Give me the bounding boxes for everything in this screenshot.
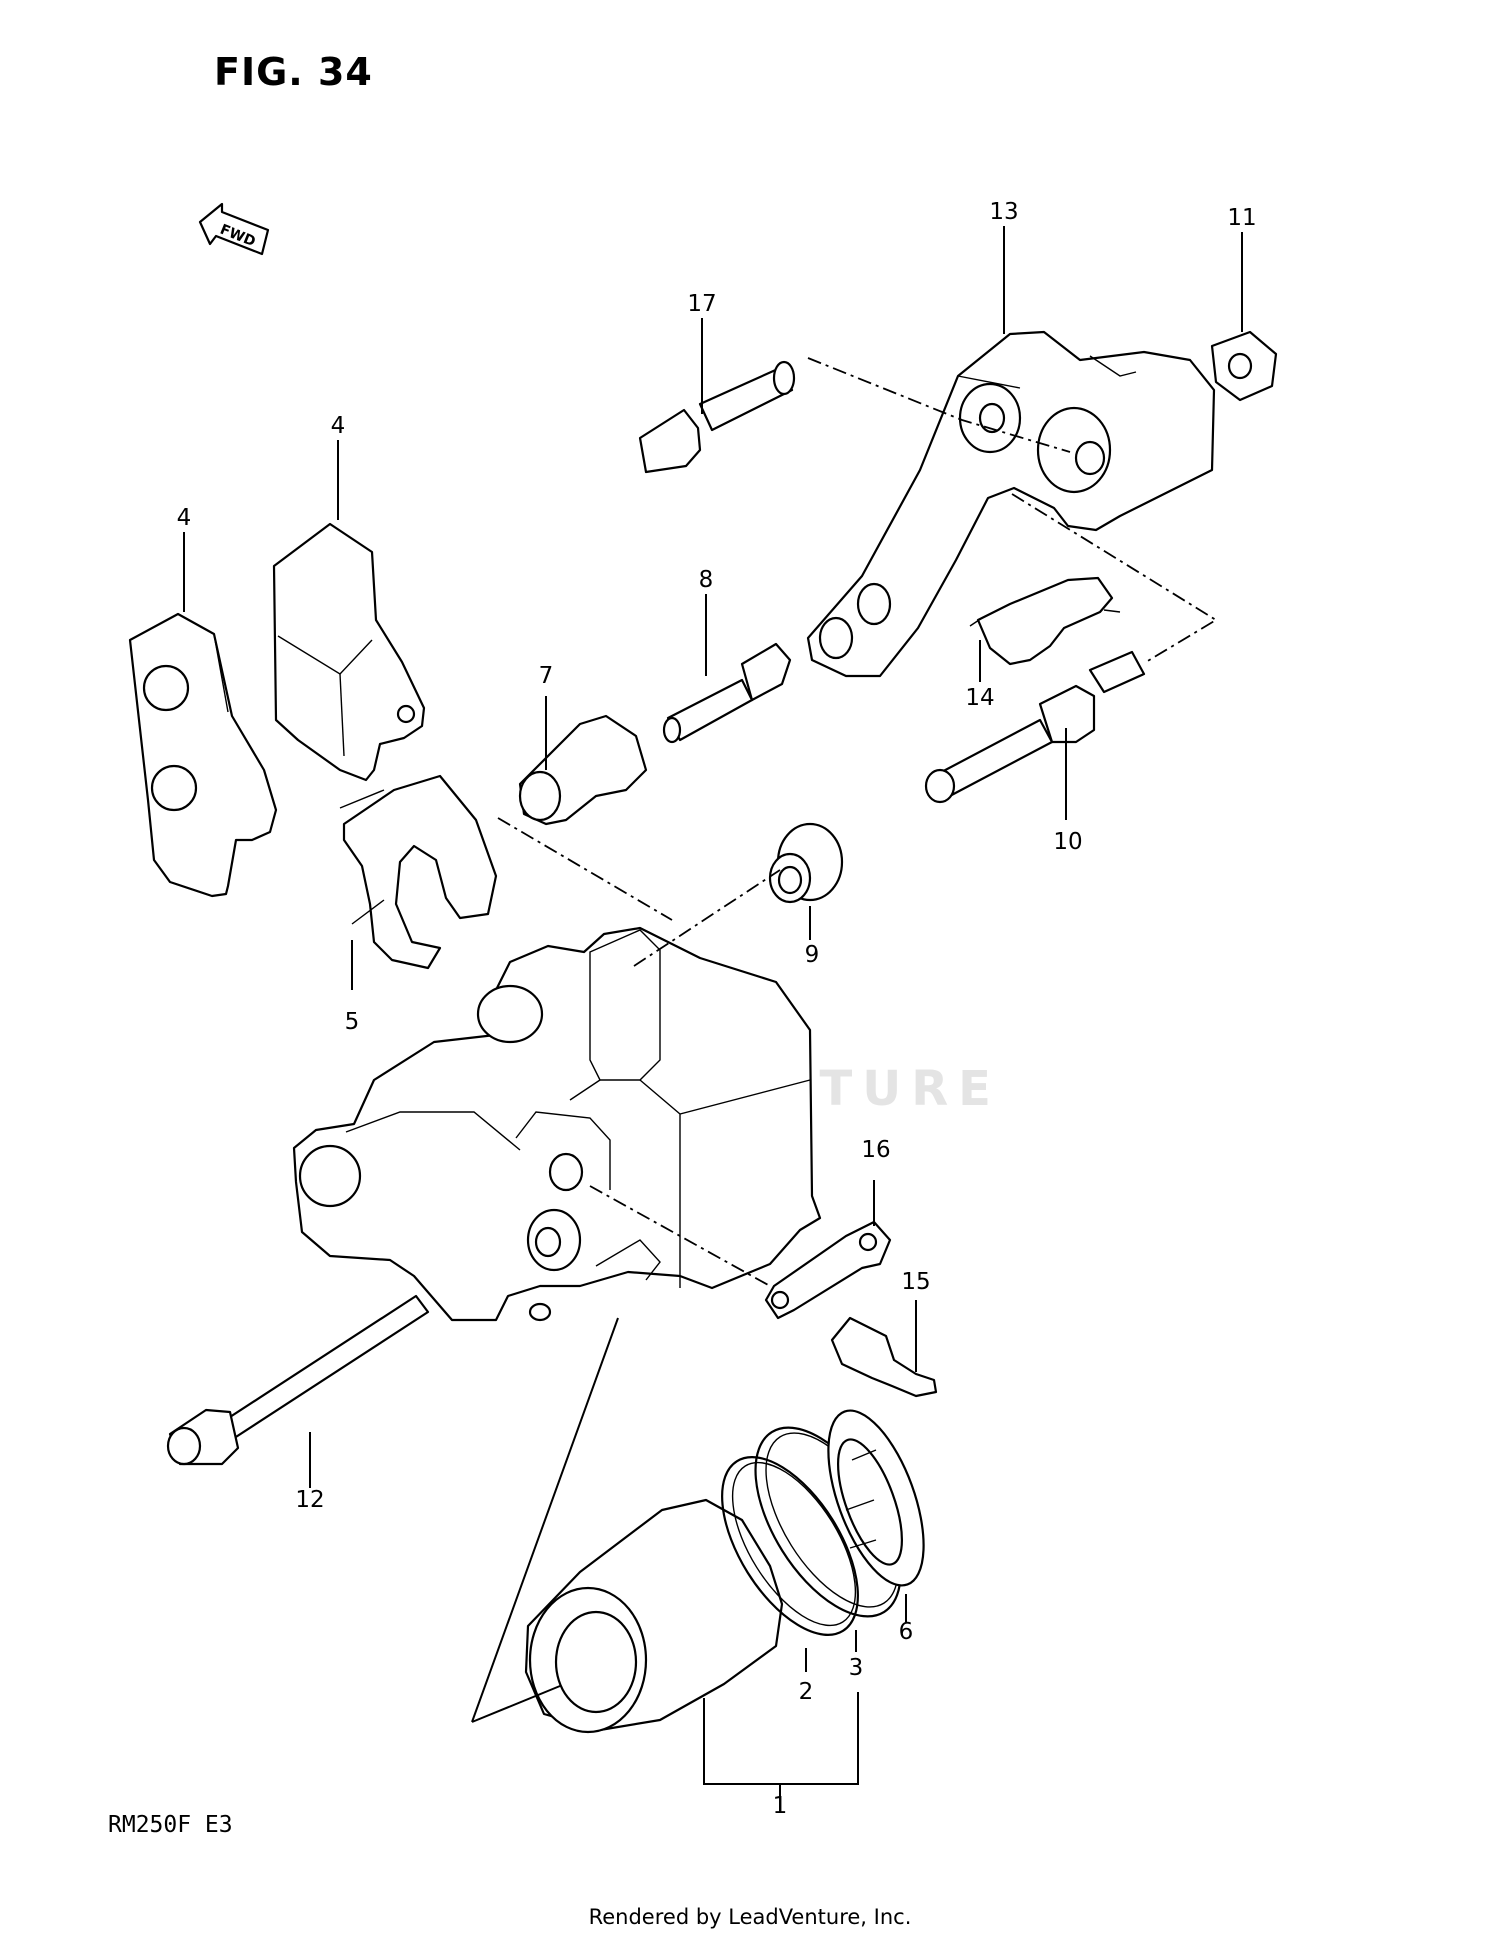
model-code: RM250F E3 bbox=[108, 1812, 233, 1838]
part-16-bleeder-cap bbox=[764, 1220, 892, 1320]
callout-13: 13 bbox=[989, 199, 1019, 225]
part-17-bolt bbox=[638, 360, 796, 474]
callout-1: 1 bbox=[772, 1793, 788, 1819]
figure-title: FIG. 34 bbox=[214, 50, 373, 94]
callout-6: 6 bbox=[898, 1619, 914, 1645]
callout-8: 8 bbox=[698, 567, 714, 593]
part-6-piston-ring bbox=[827, 1409, 925, 1587]
part-14-pad-retainer bbox=[969, 576, 1121, 666]
alignment-line-bleeder bbox=[589, 1185, 771, 1287]
caliper-body bbox=[292, 926, 822, 1322]
callout-10: 10 bbox=[1053, 829, 1083, 855]
callout-7: 7 bbox=[538, 663, 554, 689]
callout-2: 2 bbox=[798, 1679, 814, 1705]
callout-3: 3 bbox=[848, 1655, 864, 1681]
alignment-line-seal9 bbox=[633, 869, 781, 967]
callout-4-plate: 4 bbox=[176, 505, 192, 531]
part-15-bleeder-valve bbox=[830, 1316, 938, 1398]
render-credit: Rendered by LeadVenture, Inc. bbox=[588, 1905, 912, 1929]
alignment-line-pin8 bbox=[497, 817, 673, 921]
callout-17: 17 bbox=[687, 291, 717, 317]
part-2-seal-ring bbox=[721, 1456, 859, 1636]
callout-9: 9 bbox=[804, 942, 820, 968]
part-4-brake-pad bbox=[272, 522, 426, 782]
part-4-pad-plate bbox=[128, 612, 278, 898]
part-11-nut bbox=[1210, 330, 1278, 402]
part-10-slide-pin bbox=[924, 650, 1146, 804]
callout-16: 16 bbox=[861, 1137, 891, 1163]
part-7-boot bbox=[518, 714, 648, 826]
callout-15: 15 bbox=[901, 1269, 931, 1295]
callout-4-pad: 4 bbox=[330, 413, 346, 439]
fwd-arrow-icon: FWD bbox=[198, 202, 270, 256]
callout-5: 5 bbox=[344, 1009, 360, 1035]
part-1-piston bbox=[524, 1498, 784, 1734]
part-13-caliper-bracket bbox=[806, 330, 1216, 678]
alignment-line-bolt17 bbox=[807, 357, 1071, 453]
part-12-caliper-bolt bbox=[166, 1294, 430, 1466]
part-9-seal bbox=[768, 822, 844, 904]
part-5-pad-spring bbox=[339, 774, 498, 970]
callout-11: 11 bbox=[1227, 205, 1257, 231]
callout-12: 12 bbox=[295, 1487, 325, 1513]
leader-lines bbox=[183, 226, 1243, 1812]
callout-14: 14 bbox=[965, 685, 995, 711]
part-8-slide-pin bbox=[662, 642, 792, 744]
